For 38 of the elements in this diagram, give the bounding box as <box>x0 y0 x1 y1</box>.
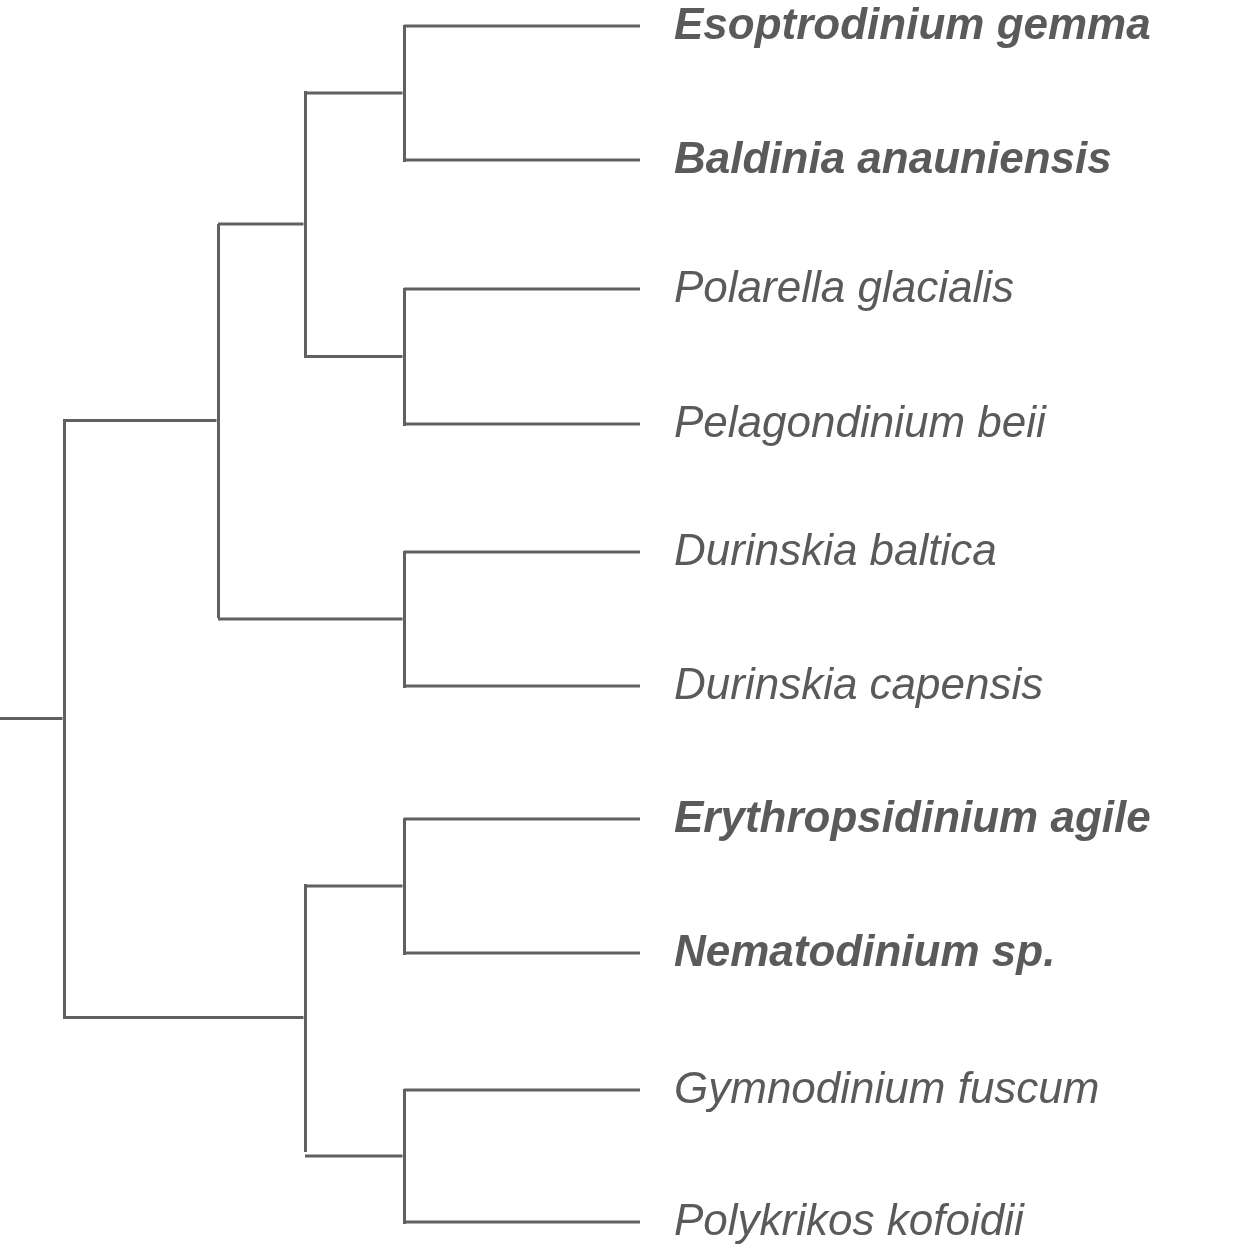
branch-line <box>305 884 403 888</box>
species-label: Erythropsidinium agile <box>640 789 1151 845</box>
branch-node <box>303 883 307 1152</box>
branch-line <box>64 1016 304 1019</box>
branch-node <box>402 24 406 162</box>
branch-node <box>62 418 66 1019</box>
branch-line <box>404 287 640 291</box>
branch-line <box>0 717 63 720</box>
species-label: Nematodinium sp. <box>640 923 1056 979</box>
branch-line <box>404 550 640 554</box>
branch-line <box>404 422 640 426</box>
branch-node <box>303 90 307 358</box>
species-label: Durinskia baltica <box>640 522 997 578</box>
branch-line <box>305 91 403 95</box>
branch-line <box>404 1220 640 1224</box>
species-label: Pelagondinium beii <box>640 394 1046 450</box>
species-label: Esoptrodinium gemma <box>640 0 1151 52</box>
branch-node <box>402 287 406 426</box>
branch-line <box>404 24 640 28</box>
branch-line <box>404 1088 640 1092</box>
branch-node <box>402 817 406 955</box>
branch-line <box>404 817 640 821</box>
branch-line <box>404 158 640 162</box>
branch-line <box>404 684 640 688</box>
species-label: Durinskia capensis <box>640 656 1044 712</box>
branch-line <box>218 617 403 621</box>
species-label: Polykrikos kofoidii <box>640 1192 1024 1248</box>
branch-node <box>402 1088 406 1224</box>
species-label: Gymnodinium fuscum <box>640 1060 1100 1116</box>
branch-line <box>404 951 640 955</box>
branch-node <box>402 550 406 688</box>
branch-line <box>218 222 304 226</box>
species-label: Baldinia anauniensis <box>640 130 1112 186</box>
species-label: Polarella glacialis <box>640 259 1014 315</box>
branch-line <box>305 1154 403 1158</box>
branch-node <box>216 223 220 618</box>
branch-line <box>305 355 403 358</box>
branch-line <box>64 419 217 422</box>
